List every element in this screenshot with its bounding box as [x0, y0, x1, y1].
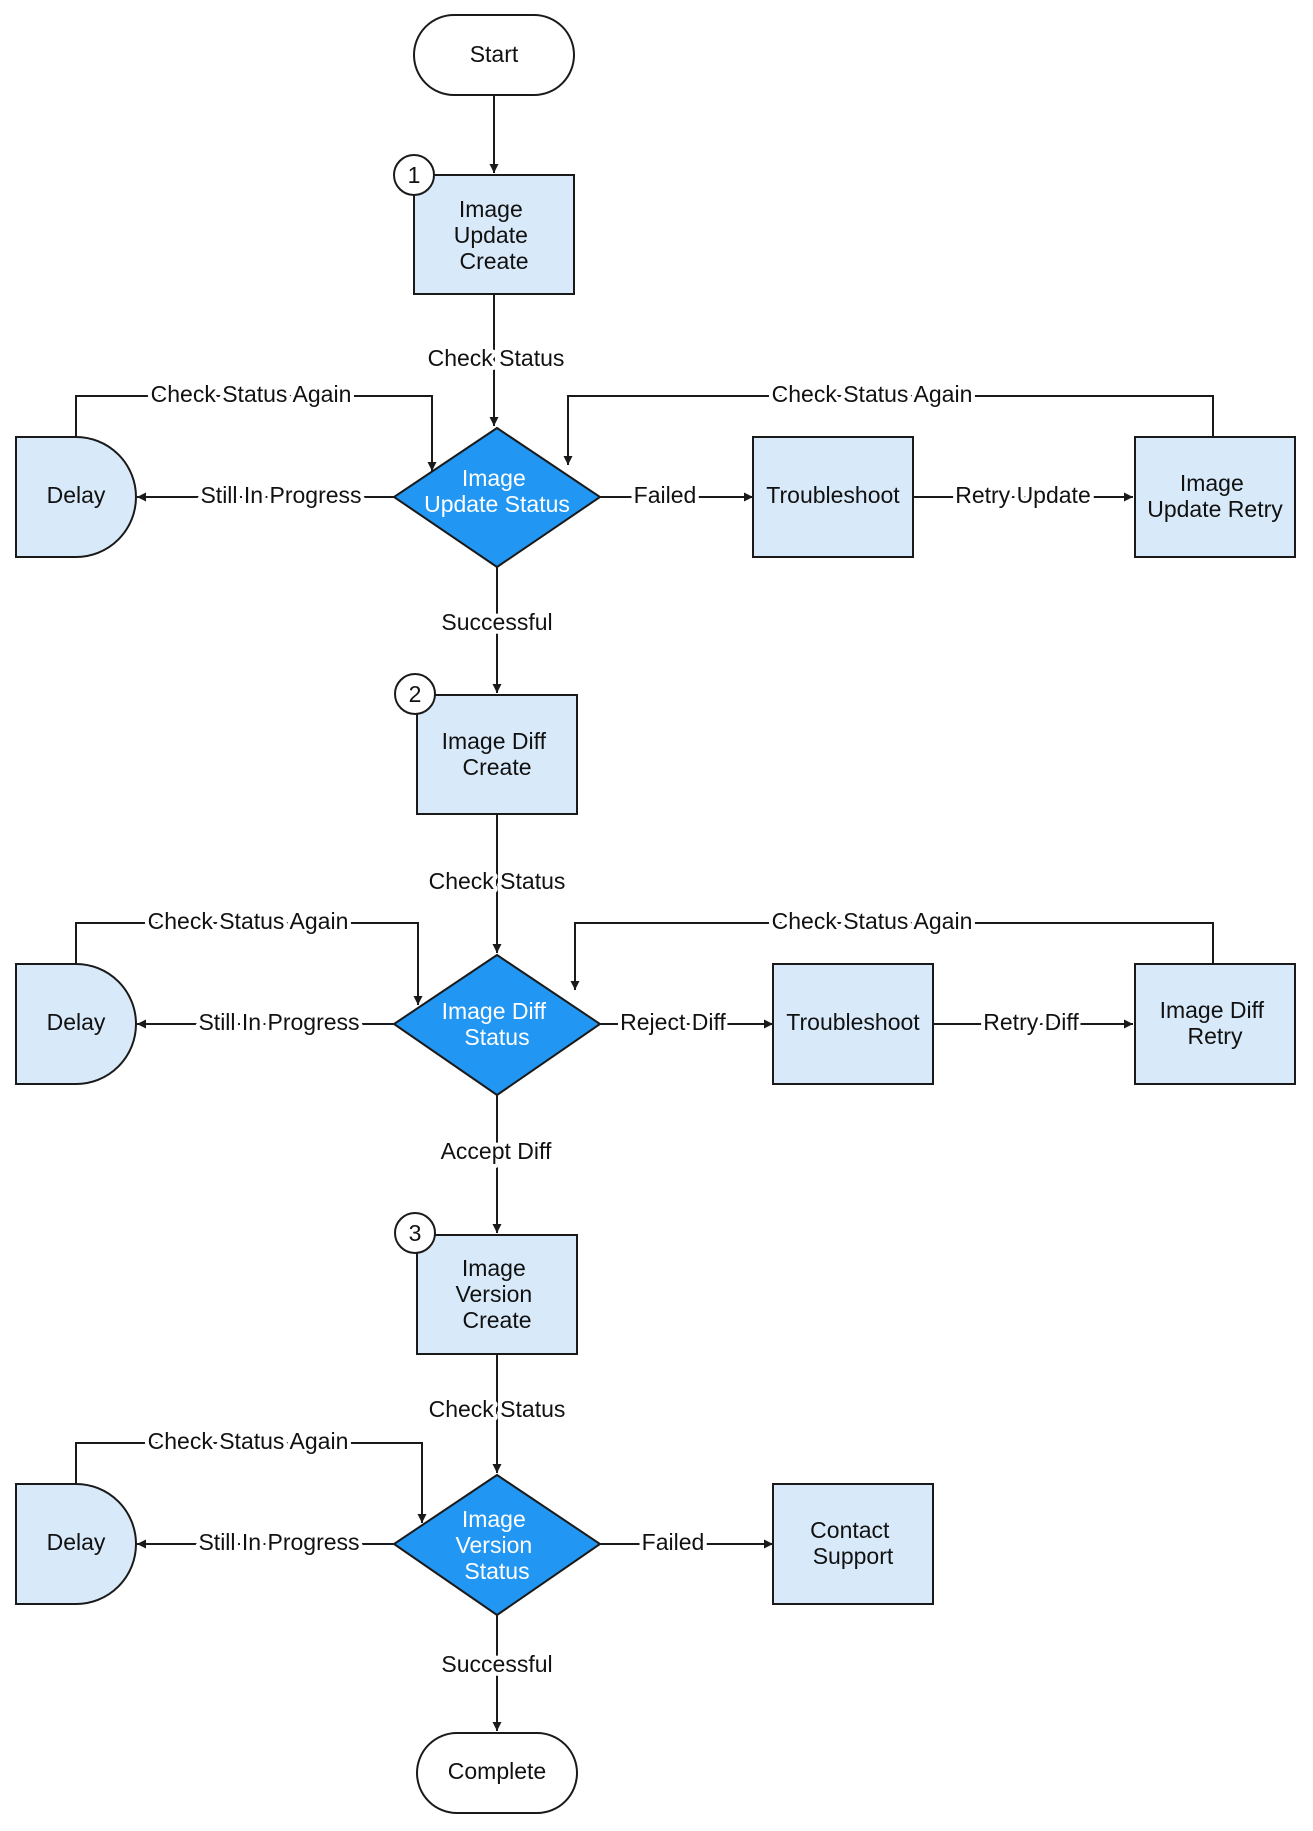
edge-label-failed-1: Failed	[634, 482, 697, 508]
edge-label-retry-update: Retry Update	[955, 482, 1091, 508]
troubleshoot-1-label: Troubleshoot	[766, 482, 900, 508]
complete-label: Complete	[448, 1758, 546, 1784]
edge-delay-1-loop-back	[75, 395, 437, 471]
start-terminator: Start	[413, 14, 575, 96]
image-diff-retry-label: Image Diff Retry	[1160, 997, 1271, 1049]
start-label: Start	[470, 41, 519, 67]
edge-label-failed-3: Failed	[642, 1529, 705, 1555]
connectors	[75, 95, 1214, 1731]
image-diff-status-label: Image Diff Status	[442, 998, 553, 1050]
edge-label-reject-diff: Reject Diff	[620, 1009, 726, 1035]
step-badge-2: 2	[394, 673, 436, 715]
edge-label-check-status-3: Check Status	[429, 1396, 566, 1422]
image-diff-retry-box: Image Diff Retry	[1134, 963, 1296, 1085]
edge-label-check-again-1-left: Check Status Again	[151, 381, 352, 407]
troubleshoot-1-box: Troubleshoot	[752, 436, 914, 558]
image-update-retry-label: Image Update Retry	[1147, 470, 1283, 522]
image-diff-status-decision: Image Diff Status	[392, 953, 602, 1097]
edge-delay-2-loop-back	[75, 922, 423, 1005]
edge-label-successful-1: Successful	[441, 609, 552, 635]
troubleshoot-2-box: Troubleshoot	[772, 963, 934, 1085]
delay-3-label: Delay	[47, 1529, 106, 1555]
edge-label-check-again-3-left: Check Status Again	[148, 1428, 349, 1454]
image-update-status-decision: Image Update Status	[392, 426, 602, 569]
contact-support-label: Contact Support	[810, 1517, 896, 1569]
step-badge-3: 3	[394, 1212, 436, 1254]
image-update-create-box: Image Update Create	[413, 174, 575, 295]
edge-delay-3-loop-back	[75, 1442, 427, 1523]
image-diff-create-label: Image Diff Create	[442, 728, 553, 780]
contact-support-box: Contact Support	[772, 1483, 934, 1605]
delay-1-label: Delay	[47, 482, 106, 508]
image-update-create-label: Image Update Create	[454, 196, 535, 274]
troubleshoot-2-label: Troubleshoot	[786, 1009, 920, 1035]
delay-3-node: Delay	[15, 1483, 137, 1605]
edge-label-check-again-2-left: Check Status Again	[148, 908, 349, 934]
delay-1-node: Delay	[15, 436, 137, 558]
image-version-status-label: Image Version Status	[455, 1506, 538, 1584]
edge-update-retry-loop-back	[563, 395, 1214, 465]
image-diff-create-box: Image Diff Create	[416, 694, 578, 815]
image-update-retry-box: Image Update Retry	[1134, 436, 1296, 558]
delay-2-node: Delay	[15, 963, 137, 1085]
edge-label-successful-3: Successful	[441, 1651, 552, 1677]
image-version-status-decision: Image Version Status	[392, 1473, 602, 1617]
image-version-create-box: Image Version Create	[416, 1234, 578, 1355]
edge-label-check-again-2-right: Check Status Again	[772, 908, 973, 934]
edge-label-in-progress-2: Still In Progress	[198, 1009, 359, 1035]
edge-label-in-progress-3: Still In Progress	[198, 1529, 359, 1555]
edge-label-check-status-2: Check Status	[429, 868, 566, 894]
edge-diff-retry-loop-back	[570, 922, 1214, 990]
edge-label-check-again-1-right: Check Status Again	[772, 381, 973, 407]
step-number-3: 3	[409, 1220, 422, 1246]
step-number-2: 2	[409, 681, 422, 707]
edge-label-accept-diff: Accept Diff	[441, 1138, 552, 1164]
image-version-create-label: Image Version Create	[455, 1255, 538, 1333]
edge-label-check-status-1: Check Status	[428, 345, 565, 371]
delay-2-label: Delay	[47, 1009, 106, 1035]
step-badge-1: 1	[393, 154, 435, 196]
edge-labels: Check Status Check Status Again Check St…	[144, 341, 1095, 1681]
edge-label-retry-diff: Retry Diff	[983, 1009, 1079, 1035]
step-number-1: 1	[408, 162, 421, 188]
image-update-status-label: Image Update Status	[424, 465, 570, 517]
edge-label-in-progress-1: Still In Progress	[200, 482, 361, 508]
complete-terminator: Complete	[416, 1732, 578, 1814]
